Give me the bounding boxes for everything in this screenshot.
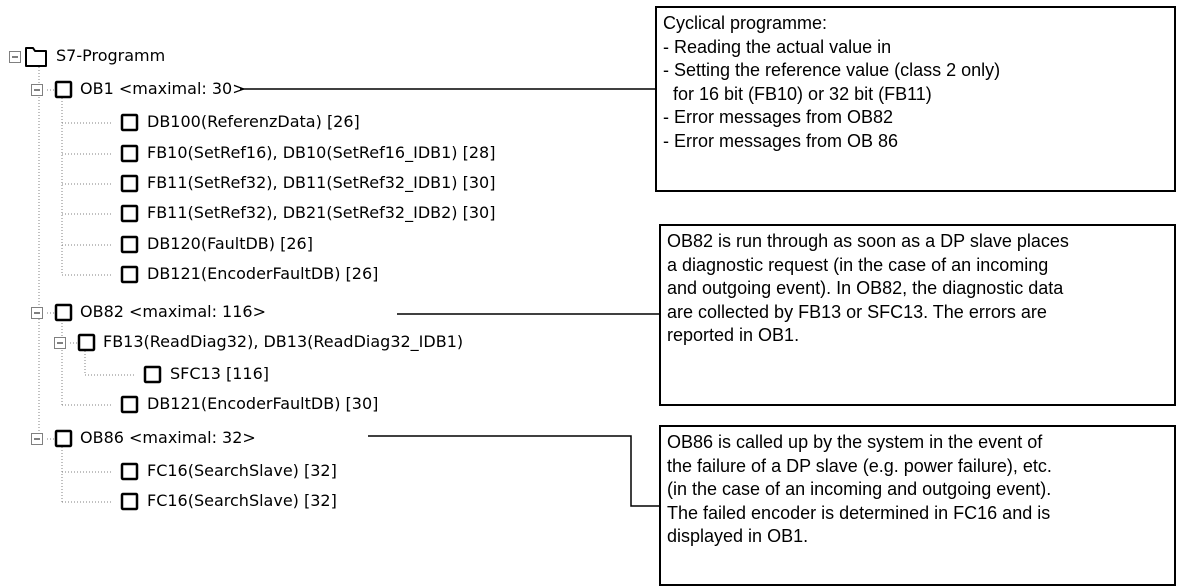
- note-line: (in the case of an incoming and outgoing…: [667, 479, 1052, 499]
- tree-node-ob1-child-6[interactable]: DB121(EncoderFaultDB) [26]: [147, 264, 379, 283]
- tree-node-ob1-child-4[interactable]: FB11(SetRef32), DB21(SetRef32_IDB2) [30]: [147, 203, 496, 222]
- ob86-leader-line: [368, 435, 659, 507]
- note-line: - Setting the reference value (class 2 o…: [663, 60, 1001, 80]
- note-line: a diagnostic request (in the case of an …: [667, 254, 1049, 275]
- ob86-description-note: OB86 is called up by the system in the e…: [659, 425, 1176, 586]
- tree-root-label[interactable]: S7-Programm: [56, 46, 166, 65]
- note-line: and outgoing event). In OB82, the diagno…: [667, 278, 1064, 298]
- note-line: the failure of a DP slave (e.g. power fa…: [667, 455, 1052, 476]
- folder-icon: [25, 47, 47, 67]
- tree-node-ob86[interactable]: OB86 <maximal: 32>: [80, 428, 256, 447]
- note-line: Cyclical programme:: [663, 13, 828, 33]
- tree-node-fb13[interactable]: FB13(ReadDiag32), DB13(ReadDiag32_IDB1): [103, 332, 464, 351]
- tree-node-ob1[interactable]: OB1 <maximal: 30>: [80, 79, 246, 98]
- tree-node-ob82[interactable]: OB82 <maximal: 116>: [80, 302, 266, 321]
- tree-node-ob82-db121[interactable]: DB121(EncoderFaultDB) [30]: [147, 394, 379, 413]
- note-line: reported in OB1.: [667, 325, 800, 345]
- note-line: - Reading the actual value in: [663, 36, 892, 57]
- tree-node-ob1-child-2[interactable]: FB10(SetRef16), DB10(SetRef16_IDB1) [28]: [147, 143, 496, 162]
- tree-node-sfc13[interactable]: SFC13 [116]: [170, 364, 269, 383]
- tree-node-ob1-child-5[interactable]: DB120(FaultDB) [26]: [147, 234, 313, 253]
- ob82-description-note: OB82 is run through as soon as a DP slav…: [659, 224, 1176, 406]
- ob1-description-note: Cyclical programme: - Reading the actual…: [655, 6, 1176, 192]
- note-line: are collected by FB13 or SFC13. The erro…: [667, 301, 1047, 322]
- note-line: OB82 is run through as soon as a DP slav…: [667, 231, 1069, 251]
- note-line: displayed in OB1.: [667, 526, 809, 546]
- note-line: The failed encoder is determined in FC16…: [667, 502, 1051, 523]
- note-line: OB86 is called up by the system in the e…: [667, 432, 1043, 452]
- tree-node-ob86-child-1[interactable]: FC16(SearchSlave) [32]: [147, 461, 337, 480]
- tree-node-ob1-child-3[interactable]: FB11(SetRef32), DB11(SetRef32_IDB1) [30]: [147, 173, 496, 192]
- note-line: - Error messages from OB 86: [663, 130, 899, 151]
- tree-node-ob1-child-1[interactable]: DB100(ReferenzData) [26]: [147, 112, 360, 131]
- note-line: - Error messages from OB82: [663, 107, 894, 127]
- note-line: for 16 bit (FB10) or 32 bit (FB11): [663, 83, 932, 104]
- tree-node-ob86-child-2[interactable]: FC16(SearchSlave) [32]: [147, 491, 337, 510]
